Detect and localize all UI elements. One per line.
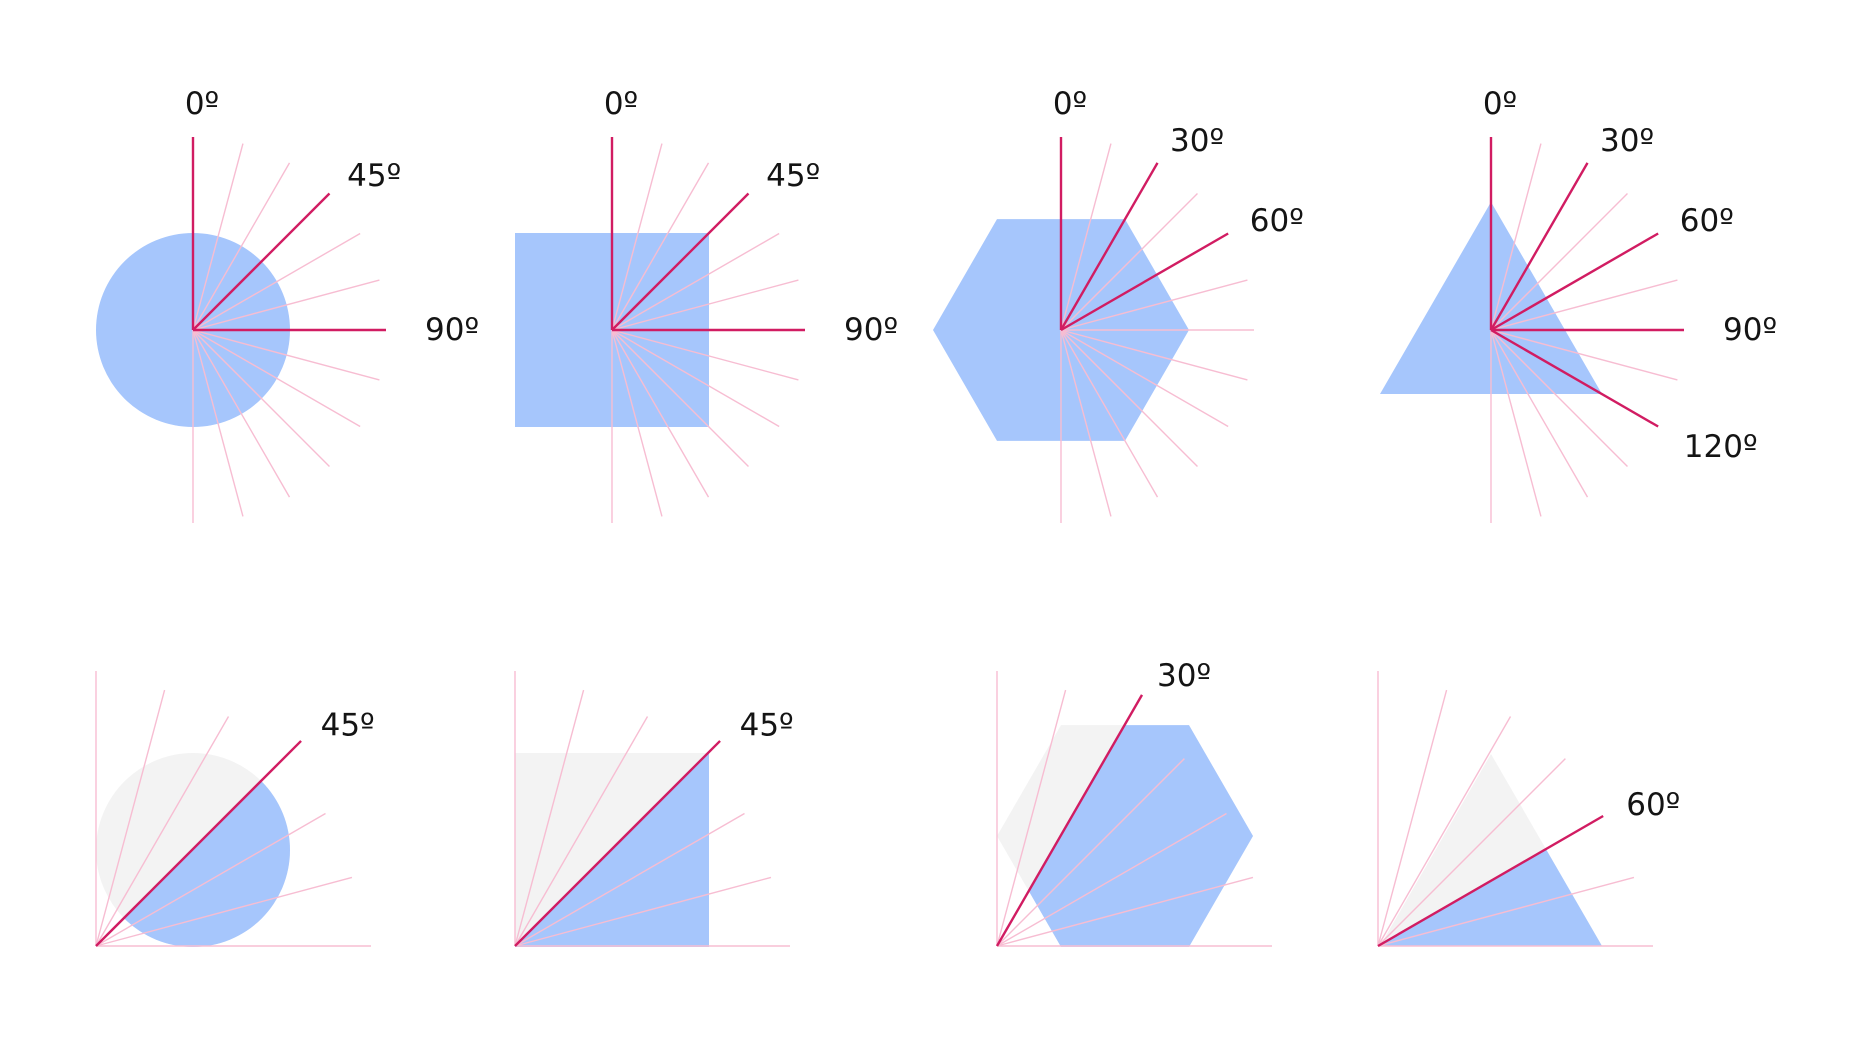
- faint-ray: [1377, 689, 1448, 947]
- faint-ray: [1490, 143, 1542, 331]
- faint-ray: [514, 876, 772, 947]
- faint-ray: [1490, 329, 1628, 467]
- strong-ray-30: [995, 694, 1144, 947]
- faint-ray: [1060, 329, 1229, 428]
- top-rays: [610, 137, 805, 523]
- top-panel-triangle: 0º 30º 60º 90º 120º: [1380, 86, 1777, 523]
- strong-ray-60: [1377, 814, 1604, 948]
- faint-ray: [1490, 279, 1678, 331]
- faint-ray: [192, 143, 244, 331]
- angle-label-45: 45º: [347, 158, 401, 194]
- faint-ray: [996, 689, 1067, 947]
- top-panel-hexagon: 0º 30º 60º: [933, 86, 1304, 523]
- bottom-panel-circle: 45º: [95, 671, 375, 947]
- strong-ray-60: [1060, 232, 1229, 332]
- faint-ray: [611, 329, 780, 428]
- faint-ray: [514, 812, 745, 947]
- angle-label-0: 0º: [185, 86, 219, 122]
- strong-ray-120: [1490, 328, 1659, 428]
- faint-ray: [192, 329, 244, 517]
- faint-ray: [1060, 193, 1198, 331]
- faint-ray: [1060, 329, 1248, 381]
- faint-ray: [996, 758, 1185, 947]
- bottom-rays: [1377, 671, 1653, 948]
- angle-label-90: 90º: [425, 312, 479, 348]
- faint-ray: [611, 329, 663, 517]
- faint-ray: [192, 279, 380, 331]
- faint-ray: [95, 689, 166, 947]
- faint-ray: [611, 143, 663, 331]
- faint-ray: [611, 329, 749, 467]
- angle-label-120: 120º: [1684, 429, 1758, 465]
- faint-ray: [1490, 193, 1628, 331]
- top-row: 0º 45º 90º 0º 45º 90º 0º 30º 60º 0º 30º 60º 90º 120º: [96, 86, 1777, 523]
- angle-label-60: 60º: [1680, 203, 1734, 239]
- faint-ray: [1060, 329, 1159, 498]
- faint-ray: [514, 716, 649, 947]
- faint-ray: [192, 329, 361, 428]
- strong-ray-30: [1059, 162, 1159, 331]
- faint-ray: [1060, 143, 1112, 331]
- faint-ray: [996, 812, 1227, 947]
- faint-ray: [192, 329, 330, 467]
- faint-ray: [996, 876, 1254, 947]
- faint-ray: [95, 716, 230, 947]
- strong-ray-60: [1490, 232, 1659, 332]
- faint-ray: [1060, 329, 1198, 467]
- angle-label-45: 45º: [321, 707, 375, 743]
- angle-label-30: 30º: [1157, 658, 1211, 694]
- angle-label-0: 0º: [604, 86, 638, 122]
- faint-ray: [1490, 329, 1678, 381]
- angle-label-0: 0º: [1053, 86, 1087, 122]
- top-rays: [1059, 137, 1254, 523]
- top-panel-circle: 0º 45º 90º: [96, 86, 479, 523]
- bottom-row: 45º 45º 30º 60º: [95, 658, 1680, 948]
- angle-label-30: 30º: [1600, 123, 1654, 159]
- faint-ray: [192, 162, 291, 331]
- faint-ray: [1490, 329, 1589, 498]
- strong-ray-45: [95, 740, 302, 947]
- top-rays: [1489, 137, 1684, 523]
- faint-ray: [1060, 279, 1248, 331]
- faint-ray: [611, 279, 799, 331]
- faint-ray: [192, 329, 291, 498]
- faint-ray: [95, 876, 353, 947]
- faint-ray: [192, 232, 361, 331]
- faint-ray: [1490, 329, 1542, 517]
- faint-ray: [192, 329, 380, 381]
- bottom-rays: [995, 671, 1272, 947]
- faint-ray: [514, 689, 585, 947]
- bottom-panel-triangle: 60º: [1377, 671, 1680, 948]
- angle-label-45: 45º: [740, 707, 794, 743]
- angle-label-45: 45º: [766, 158, 820, 194]
- top-panel-square: 0º 45º 90º: [515, 86, 898, 523]
- faint-ray: [611, 329, 799, 381]
- angle-label-90: 90º: [1723, 312, 1777, 348]
- angle-label-60: 60º: [1626, 787, 1680, 823]
- faint-ray: [95, 812, 326, 947]
- angle-label-0: 0º: [1483, 86, 1517, 122]
- strong-ray-45: [611, 192, 750, 331]
- angle-label-60: 60º: [1250, 203, 1304, 239]
- bottom-rays: [514, 671, 790, 947]
- angle-label-90: 90º: [844, 312, 898, 348]
- bottom-panel-hexagon: 30º: [995, 658, 1272, 947]
- top-rays: [191, 137, 386, 523]
- faint-ray: [1377, 876, 1635, 947]
- faint-ray: [1060, 329, 1112, 517]
- faint-ray: [1377, 758, 1566, 947]
- faint-ray: [611, 329, 710, 498]
- faint-ray: [1377, 716, 1512, 947]
- strong-ray-45: [514, 740, 721, 947]
- bottom-rays: [95, 671, 371, 947]
- faint-ray: [611, 162, 710, 331]
- angle-label-30: 30º: [1170, 123, 1224, 159]
- strong-ray-30: [1489, 162, 1589, 331]
- bottom-panel-square: 45º: [514, 671, 794, 947]
- strong-ray-45: [192, 192, 331, 331]
- faint-ray: [611, 232, 780, 331]
